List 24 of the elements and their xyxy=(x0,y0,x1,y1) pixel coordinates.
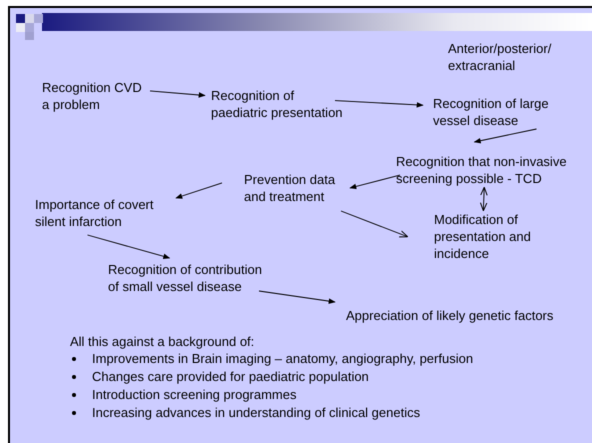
arrow xyxy=(150,90,206,98)
bullet-text: Introduction screening programmes xyxy=(92,386,296,404)
bullet-text: Increasing advances in understanding of clinical genetics xyxy=(92,404,420,422)
arrow xyxy=(258,290,336,304)
arrow xyxy=(340,210,408,238)
arrow xyxy=(334,100,424,108)
node-text: Prevention data and treatment xyxy=(244,171,356,205)
bullet-text: Improvements in Brain imaging – anatomy, angiography, perfusion xyxy=(92,350,474,368)
arrow xyxy=(87,234,170,259)
node-text: Recognition of large vessel disease xyxy=(433,95,571,129)
note-text: Anterior/posterior/ extracranial xyxy=(448,40,552,74)
arrow xyxy=(474,128,537,144)
arrow xyxy=(480,186,488,212)
arrow xyxy=(349,174,400,190)
node-text: Modification of presentation and incidence xyxy=(434,211,564,262)
intro-text: All this against a background of: xyxy=(70,333,254,350)
node-text: Importance of covert silent infarction xyxy=(35,196,185,230)
node-text: Recognition that non-invasive screening possible - TCD xyxy=(396,153,592,187)
node-text: Recognition of paediatric presentation xyxy=(211,87,351,121)
node-text: Recognition CVD a problem xyxy=(42,79,148,113)
node-text: Appreciation of likely genetic factors xyxy=(346,307,586,324)
bullet-text: Changes care provided for paediatric population xyxy=(92,368,369,386)
arrow xyxy=(175,182,222,199)
node-text: Recognition of contribution of small vessel disease xyxy=(108,261,270,295)
